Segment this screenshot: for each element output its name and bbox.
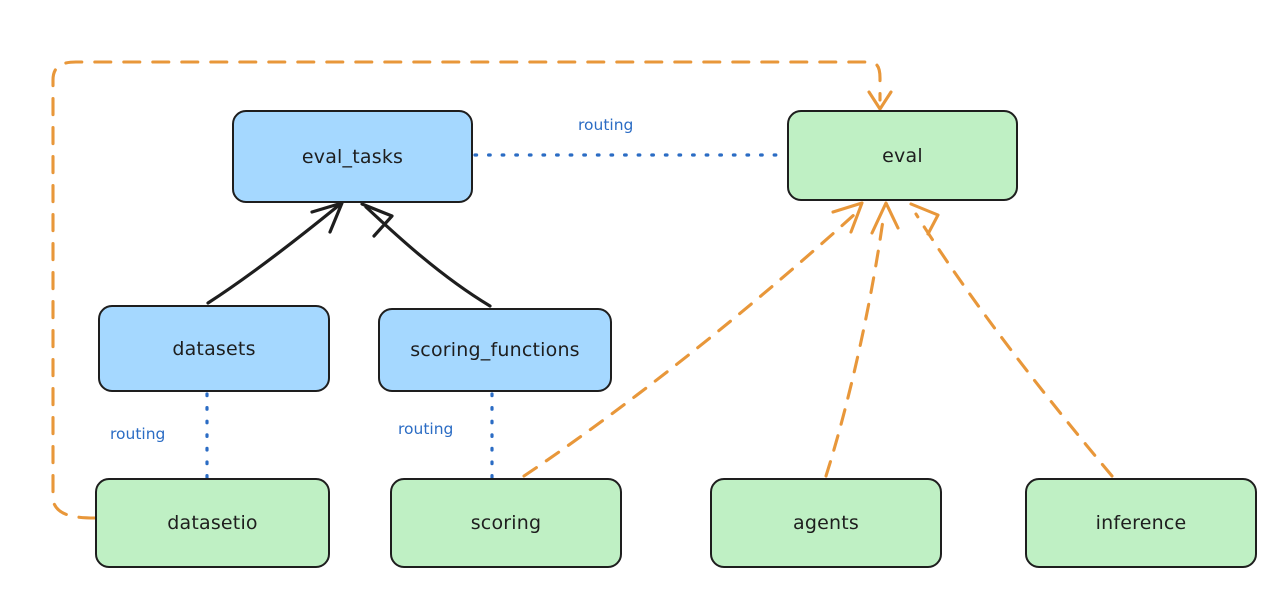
edge-inference-eval <box>909 202 1114 478</box>
edge-label-routing-eval: routing <box>578 116 634 134</box>
edge-agents-eval <box>824 201 900 478</box>
node-label: scoring <box>470 512 542 534</box>
node-label: datasetio <box>167 512 258 534</box>
node-label: datasets <box>172 337 256 360</box>
node-eval-tasks[interactable]: eval_tasks <box>232 110 473 203</box>
node-scoring[interactable]: scoring <box>390 478 622 568</box>
node-label: scoring_functions <box>410 339 580 361</box>
edge-label-routing-scoring: routing <box>398 420 454 438</box>
node-datasetio[interactable]: datasetio <box>95 478 330 568</box>
node-label: agents <box>793 512 859 534</box>
edge-scoring_functions-eval_tasks <box>360 202 492 308</box>
node-datasets[interactable]: datasets <box>98 305 330 392</box>
node-scoring-functions[interactable]: scoring_functions <box>378 308 612 392</box>
node-inference[interactable]: inference <box>1025 478 1257 568</box>
edge-datasets-eval_tasks <box>206 201 344 305</box>
node-eval[interactable]: eval <box>787 110 1018 201</box>
edge-label-routing-datasetio: routing <box>110 425 166 443</box>
node-agents[interactable]: agents <box>710 478 942 568</box>
node-label: eval <box>882 144 923 167</box>
node-label: inference <box>1095 512 1187 534</box>
node-label: eval_tasks <box>301 145 404 168</box>
